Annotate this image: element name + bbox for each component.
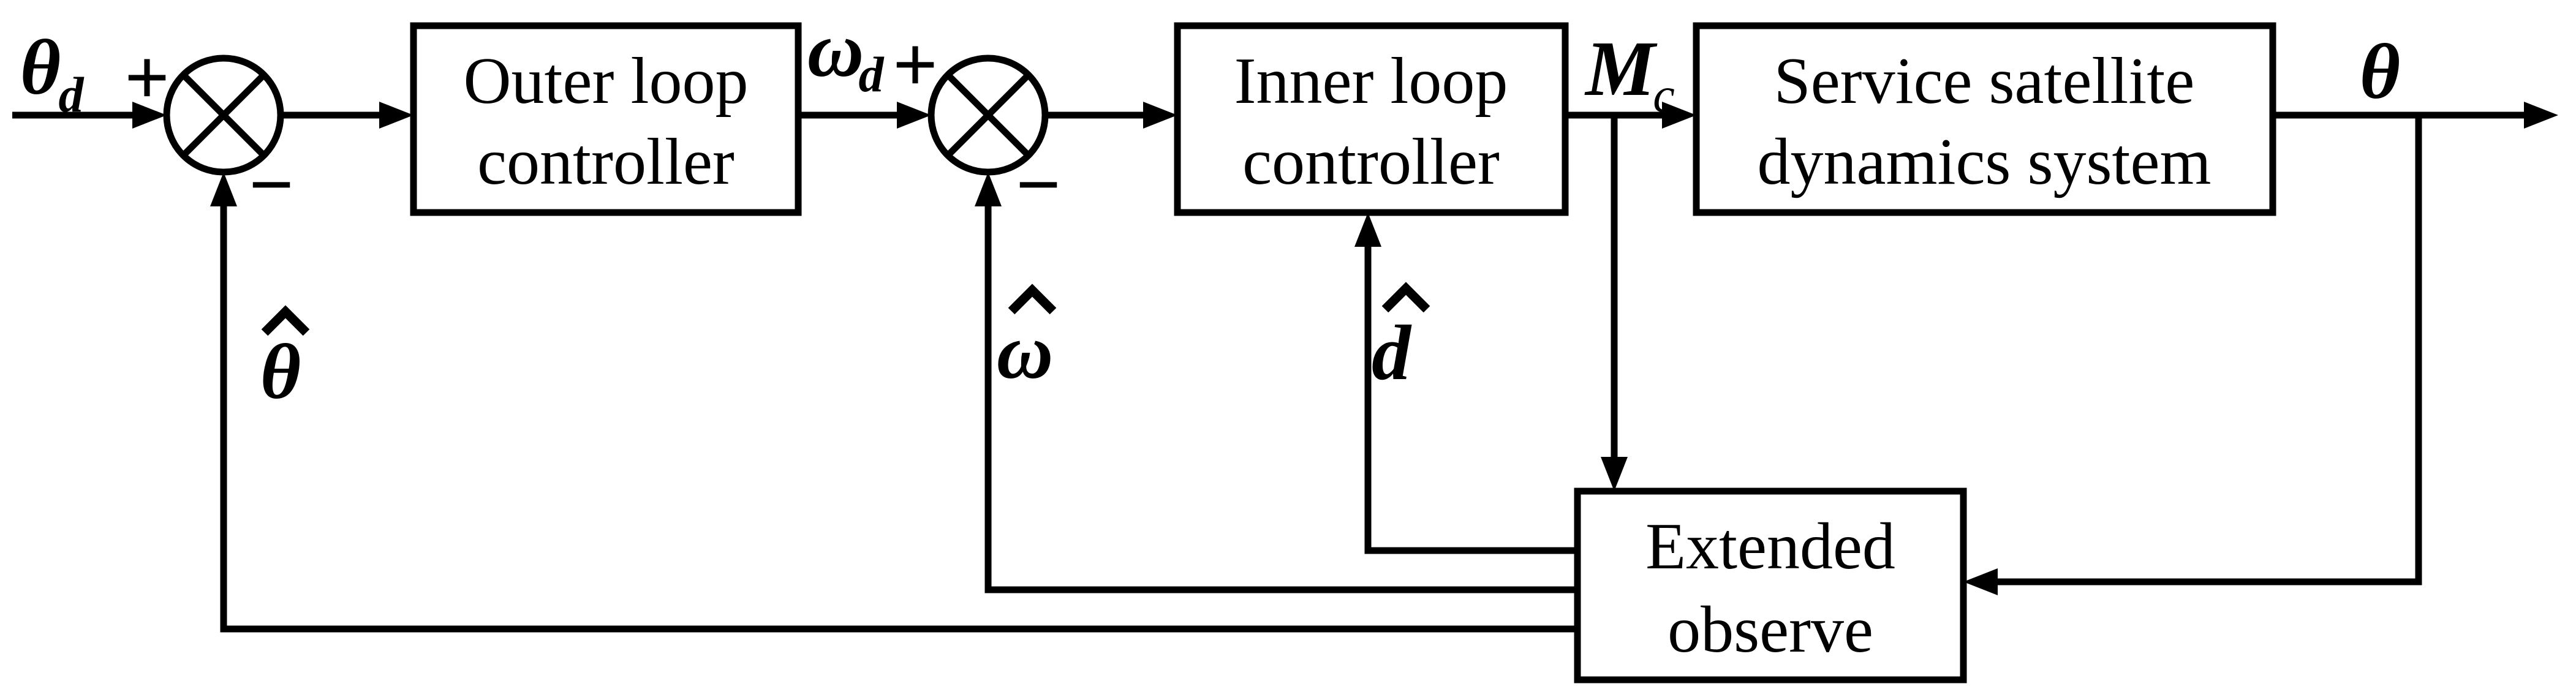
arrowhead-thetahat-into-sum1 (210, 172, 237, 206)
inner-controller-box (1174, 22, 1569, 216)
inner-loop-controller-block: Inner loop controller (1174, 22, 1569, 216)
extended-observer-label-line2: observe (1668, 593, 1873, 666)
sum2-plus-sign: + (893, 21, 938, 109)
theta-estimate-path (220, 206, 1577, 633)
theta-estimate-base: θ (260, 328, 301, 415)
summing-junction-1 (163, 55, 284, 176)
arrowhead-into-sum2 (897, 102, 931, 129)
arrowhead-output (2524, 102, 2558, 129)
extended-observer-label-line1: Extended (1645, 510, 1895, 583)
control-torque-subscript: c (1653, 69, 1675, 122)
sum2-minus-sign: − (1016, 141, 1061, 229)
extended-observer-box (1574, 487, 1967, 683)
hat-accent-omega (1008, 284, 1057, 315)
arrowhead-into-outer-controller (379, 102, 414, 129)
arrowhead-into-plant (1662, 102, 1696, 129)
sum1-minus-sign: − (249, 141, 294, 229)
signal-wires (12, 111, 2525, 633)
sum2-cross-line (945, 72, 1031, 158)
extended-observer-block: Extended observe (1574, 487, 1967, 683)
output-branch-to-observer-line (1997, 115, 2422, 585)
satellite-dynamics-box (1693, 22, 2276, 216)
hat-accent-theta (261, 305, 310, 336)
theta-d-label: θ (20, 24, 61, 111)
omega-estimate-path (984, 206, 1577, 593)
inner-controller-label-line1: Inner loop (1234, 45, 1508, 118)
omega-estimate-label: ω (997, 284, 1057, 395)
omega-d-label: ω (807, 6, 864, 93)
outer-controller-label-line2: controller (477, 126, 735, 198)
arrowhead-into-observer-top (1601, 457, 1628, 491)
theta-output-label: θ (2360, 28, 2400, 115)
inner-controller-label-line2: controller (1242, 126, 1500, 198)
summing-junction-2 (927, 55, 1049, 176)
outer-controller-label-line1: Outer loop (464, 45, 749, 118)
disturbance-estimate-path (1364, 246, 1577, 554)
satellite-dynamics-label-line2: dynamics system (1758, 126, 2212, 198)
arrowhead-into-observer-right (1963, 568, 1998, 595)
disturbance-estimate-label: d (1372, 282, 1430, 396)
outer-loop-controller-block: Outer loop controller (410, 22, 802, 216)
omega-d-subscript: d (859, 47, 885, 102)
sum1-plus-sign: + (124, 34, 170, 122)
hat-accent-d (1381, 282, 1430, 313)
signal-labels: θ d + − ω d + − M c θ θ ω d (20, 6, 2400, 415)
disturbance-estimate-base: d (1372, 309, 1412, 396)
arrowheads (132, 102, 2558, 595)
control-torque-label: M (1584, 25, 1658, 112)
satellite-dynamics-label-line1: Service satellite (1774, 45, 2195, 118)
omega-estimate-base: ω (997, 308, 1054, 395)
sum1-cross-line (181, 72, 266, 158)
theta-d-subscript: d (59, 67, 85, 122)
arrowhead-dhat-into-inner (1354, 213, 1381, 247)
theta-estimate-label: θ (260, 305, 310, 415)
satellite-dynamics-block: Service satellite dynamics system (1693, 22, 2276, 216)
arrowhead-into-inner-controller (1143, 102, 1177, 129)
outer-controller-box (410, 22, 802, 216)
arrowhead-omegahat-into-sum2 (975, 172, 1002, 206)
arrowhead-into-sum1 (132, 102, 167, 129)
